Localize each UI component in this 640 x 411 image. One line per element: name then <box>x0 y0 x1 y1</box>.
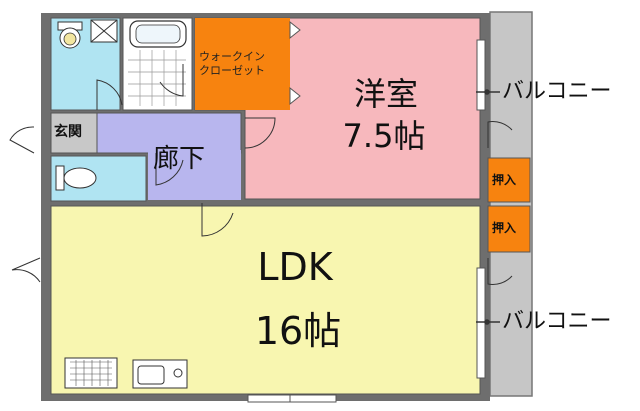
bathtub <box>129 20 187 48</box>
closet-upper-label: 押入 <box>492 173 517 187</box>
toilet-fixture <box>55 165 97 191</box>
ldk-name: LDK <box>257 245 333 289</box>
western-room-size: 7.5帖 <box>342 117 426 155</box>
entrance <box>50 112 98 154</box>
ldk-size: 16帖 <box>254 309 342 353</box>
door-swings <box>9 64 513 285</box>
kitchen-sink <box>132 359 188 389</box>
closet-lower <box>487 205 531 253</box>
balcony-lower-label: バルコニー <box>502 309 612 334</box>
washbasin <box>90 19 118 43</box>
corridor <box>96 112 242 154</box>
toilet-fixture-top <box>57 21 83 49</box>
wic-markers <box>289 20 301 106</box>
balcony-upper-label: バルコニー <box>502 79 612 104</box>
entrance-label: 玄関 <box>54 124 82 140</box>
western-room-name: 洋室 <box>353 75 418 113</box>
corridor-lower <box>148 150 241 200</box>
stove <box>64 357 118 389</box>
ldk-room <box>50 205 481 395</box>
wic-overlap-fix <box>195 18 290 110</box>
shower-floor-grid <box>128 50 186 106</box>
corridor-label: 廊下 <box>153 144 206 174</box>
balcony-leaders <box>476 89 500 325</box>
closet-upper <box>487 157 531 203</box>
walk-in-closet-label: ウォークイン クローゼット <box>199 50 265 77</box>
closet-lower-label: 押入 <box>492 221 517 235</box>
balcony-strip <box>489 11 533 397</box>
